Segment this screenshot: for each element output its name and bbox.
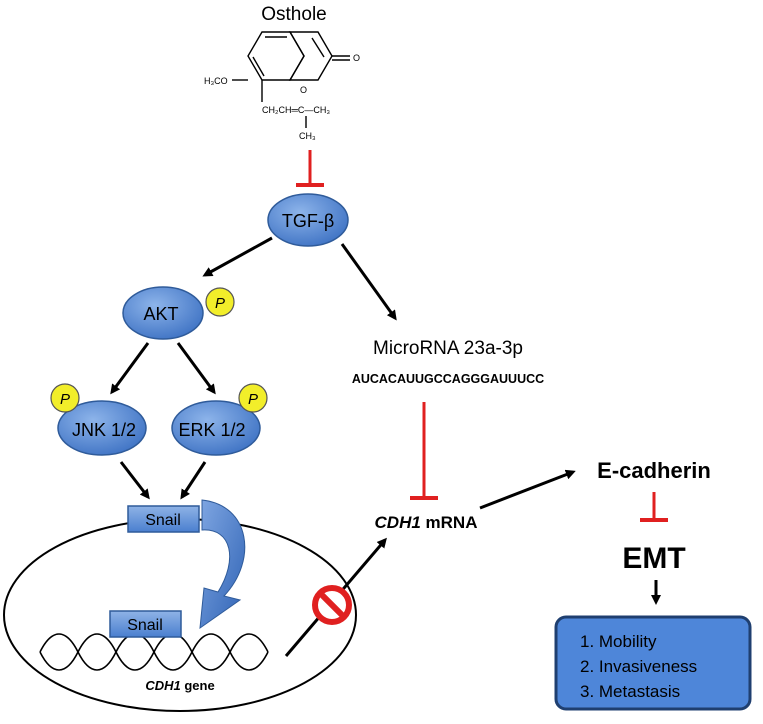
akt-label: AKT xyxy=(143,304,178,324)
cdh1-dna-helix xyxy=(39,633,269,671)
outcome-item: 2. Invasiveness xyxy=(580,657,697,676)
cdh1-gene-label: CDH1 gene xyxy=(145,678,214,693)
erk-phospho-label: P xyxy=(248,391,258,408)
snail-cytoplasm-box xyxy=(127,505,200,533)
osthole-title: Osthole xyxy=(261,4,326,25)
emt-outcomes-box xyxy=(554,615,752,711)
arrow-erk-to-snail xyxy=(180,461,207,500)
prenyl-chain-label: CH₂CH═C—CH₃ xyxy=(262,105,330,115)
benzene-ring xyxy=(247,31,305,81)
carbonyl-oxygen-label: O xyxy=(353,53,360,63)
methyl-label: CH₃ xyxy=(299,131,316,141)
emt-label: EMT xyxy=(622,542,685,575)
cdh1-mrna-label: CDH1 mRNA xyxy=(375,513,478,532)
blocked-transcription-icon xyxy=(312,585,352,625)
cdh1-mrna-suffix: mRNA xyxy=(421,513,478,532)
mirna-name: MicroRNA 23a-3p xyxy=(373,338,523,359)
outcome-item: 3. Metastasis xyxy=(580,682,680,701)
mirna-sequence: AUCACAUUGCCAGGGAUUUCC xyxy=(352,372,544,386)
ring-oxygen-label: O xyxy=(300,85,307,95)
jnk-phospho-label: P xyxy=(60,391,70,408)
pyrone-ring xyxy=(288,31,333,81)
snail-nucleus-box xyxy=(109,610,182,638)
jnk-label: JNK 1/2 xyxy=(72,420,136,440)
arrow-tgf-to-akt xyxy=(202,236,273,277)
cdh1-gene-name: CDH1 xyxy=(145,678,180,693)
arrow-akt-to-erk xyxy=(176,342,216,395)
tgf-beta-node xyxy=(267,193,349,247)
arrow-jnk-to-snail xyxy=(119,461,150,500)
akt-node xyxy=(122,286,204,340)
cdh1-gene-suffix: gene xyxy=(181,678,215,693)
snail-cytoplasm-label: Snail xyxy=(145,512,181,529)
arrow-mrna-to-ecadherin xyxy=(479,469,576,510)
arrow-tgf-to-mirna xyxy=(340,243,397,321)
jnk-node xyxy=(57,400,147,456)
akt-phospho-badge xyxy=(205,287,235,317)
tgf-beta-label: TGF-β xyxy=(282,211,334,231)
jnk-phospho-badge xyxy=(50,383,80,413)
arrow-akt-to-jnk xyxy=(110,342,150,395)
snail-translocation-arrow xyxy=(199,499,246,630)
methoxy-label: H₃CO xyxy=(204,76,228,86)
osthole-structure xyxy=(232,31,350,128)
cdh1-mrna-gene: CDH1 xyxy=(375,513,421,532)
snail-nucleus-label: Snail xyxy=(127,617,163,634)
erk-phospho-badge xyxy=(238,383,268,413)
erk-label: ERK 1/2 xyxy=(178,420,245,440)
erk-node xyxy=(171,400,261,456)
outcome-item: 1. Mobility xyxy=(580,632,657,651)
ecadherin-label: E-cadherin xyxy=(597,458,711,483)
akt-phospho-label: P xyxy=(215,295,225,312)
